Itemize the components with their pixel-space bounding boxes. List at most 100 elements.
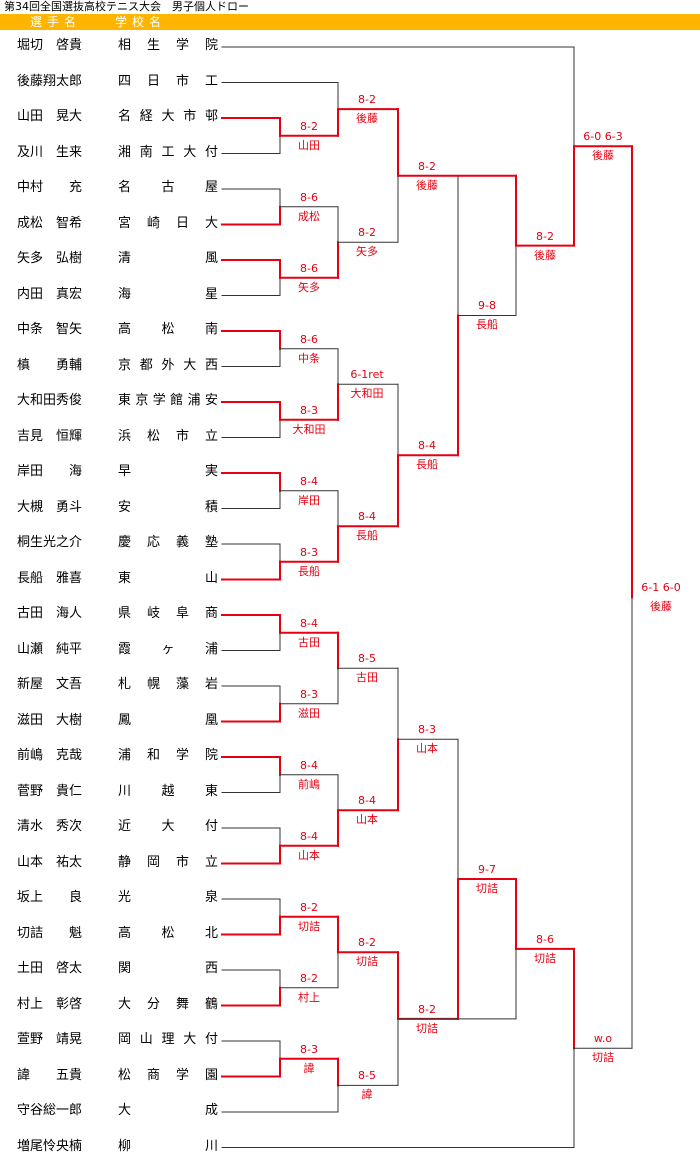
match-score: 8-6: [300, 261, 318, 275]
player-school: 大成: [118, 1103, 218, 1118]
player-name: 切詰 魁: [17, 925, 83, 941]
match-score: 8-2: [300, 971, 318, 985]
player-school: 鳳凰: [118, 712, 218, 728]
match-winner: 切詰: [476, 882, 498, 896]
player-name: 中村 充: [17, 180, 83, 195]
match-score: 8-2: [536, 229, 554, 243]
match-score: 8-3: [300, 545, 318, 559]
match-score: 8-2: [300, 119, 318, 133]
player-name: 清水 秀次: [17, 819, 83, 834]
match-score: 8-4: [358, 794, 376, 808]
match-winner: 前嶋: [298, 777, 320, 791]
player-school: 早実: [118, 464, 218, 479]
match-winner: 山本: [356, 813, 378, 827]
player-school: 松商学園: [118, 1067, 218, 1083]
match-score: 8-2: [358, 936, 376, 950]
match-winner: 矢多: [298, 280, 320, 294]
match-score: 6-0 6-3: [583, 130, 623, 144]
player-name: 守谷総一郎: [17, 1103, 83, 1118]
player-name: 岸田 海: [17, 464, 83, 479]
match-winner: 諱: [361, 1088, 373, 1102]
match-winner: 古田: [356, 671, 378, 685]
match-score: 8-6: [536, 932, 554, 946]
player-school: 県岐阜商: [118, 606, 218, 621]
match-score: 8-4: [300, 829, 318, 843]
player-school: 宮崎日大: [118, 215, 218, 231]
schools-column-header: 学校名: [115, 15, 167, 29]
player-name: 成松 智希: [17, 215, 83, 231]
match-score: 8-3: [418, 723, 436, 737]
match-score: 8-5: [358, 1069, 376, 1083]
player-name: 矢多 弘樹: [17, 251, 83, 266]
player-school: 札幌藻岩: [118, 677, 218, 692]
player-school: 川越東: [118, 783, 218, 799]
player-name: 後藤翔太郎: [17, 73, 83, 89]
player-name: 槙 勇輔: [17, 357, 83, 373]
match-score: 8-4: [418, 439, 436, 453]
player-school: 四日市工: [118, 73, 218, 89]
match-winner: 後藤: [534, 248, 556, 262]
player-name: 新屋 文吾: [17, 677, 83, 692]
match-score: w.o: [593, 1032, 613, 1046]
player-name: 山瀬 純平: [17, 641, 83, 657]
match-score: 8-3: [300, 403, 318, 417]
match-winner: 村上: [298, 990, 320, 1004]
player-name: 桐生光之介: [17, 535, 83, 550]
match-score: 8-4: [358, 510, 376, 524]
player-school: 慶応義塾: [118, 535, 218, 550]
match-winner: 後藤: [592, 149, 614, 163]
match-score: 8-4: [300, 758, 318, 772]
player-school: 岡山理大付: [118, 1032, 218, 1047]
player-school: 霞ヶ浦: [118, 641, 218, 657]
player-school: 近大付: [118, 819, 218, 834]
player-name: 山本 祐太: [17, 854, 83, 870]
match-score: 9-8: [478, 299, 496, 313]
players-column-header: 選手名: [30, 15, 82, 29]
match-score: 6-1 6-0: [641, 581, 681, 595]
player-school: 関西: [118, 961, 218, 976]
match-score: 8-4: [300, 616, 318, 630]
page-title: 第34回全国選抜高校テニス大会 男子個人ドロー: [4, 0, 249, 13]
match-winner: 後藤: [416, 178, 438, 192]
match-winner: 切詰: [416, 1021, 438, 1035]
player-name: 大和田秀俊: [17, 393, 83, 408]
match-score: 8-2: [358, 93, 376, 107]
player-school: 相生学院: [118, 38, 218, 53]
player-name: 中条 智矢: [17, 322, 83, 337]
match-score: 8-6: [300, 332, 318, 346]
player-school: 名経大市邨: [118, 109, 218, 124]
match-winner: 大和田: [292, 422, 326, 436]
match-score: 8-2: [300, 900, 318, 914]
match-winner: 切詰: [592, 1051, 614, 1065]
match-score: 8-3: [300, 1042, 318, 1056]
match-score: 8-4: [300, 474, 318, 488]
player-school: 海星: [118, 286, 218, 302]
player-school: 東山: [118, 570, 218, 586]
player-name: 土田 啓太: [17, 961, 83, 976]
player-name: 及川 生来: [17, 144, 83, 160]
match-winner: 切詰: [356, 955, 378, 969]
match-score: 9-7: [478, 863, 496, 877]
match-winner: 長船: [476, 318, 498, 332]
match-winner: 古田: [298, 635, 320, 649]
match-winner: 矢多: [356, 245, 378, 259]
match-score: 6-1ret: [350, 368, 384, 382]
player-name: 菅野 貴仁: [17, 783, 83, 799]
player-school: 京都外大西: [118, 357, 218, 373]
player-school: 清風: [118, 251, 218, 266]
match-winner: 岸田: [298, 493, 320, 507]
match-score: 8-2: [358, 226, 376, 240]
match-score: 8-2: [418, 1002, 436, 1016]
match-winner: 諱: [303, 1061, 315, 1075]
player-name: 大槻 勇斗: [17, 499, 83, 515]
match-score: 8-3: [300, 687, 318, 701]
player-school: 光泉: [118, 890, 218, 905]
player-name: 吉見 恒輝: [17, 428, 83, 444]
match-score: 8-6: [300, 190, 318, 204]
player-school: 安積: [118, 499, 218, 515]
match-winner: 成松: [298, 209, 320, 223]
match-winner: 滋田: [298, 706, 320, 720]
player-school: 大分舞鶴: [118, 996, 218, 1012]
player-school: 浜松市立: [118, 428, 218, 444]
